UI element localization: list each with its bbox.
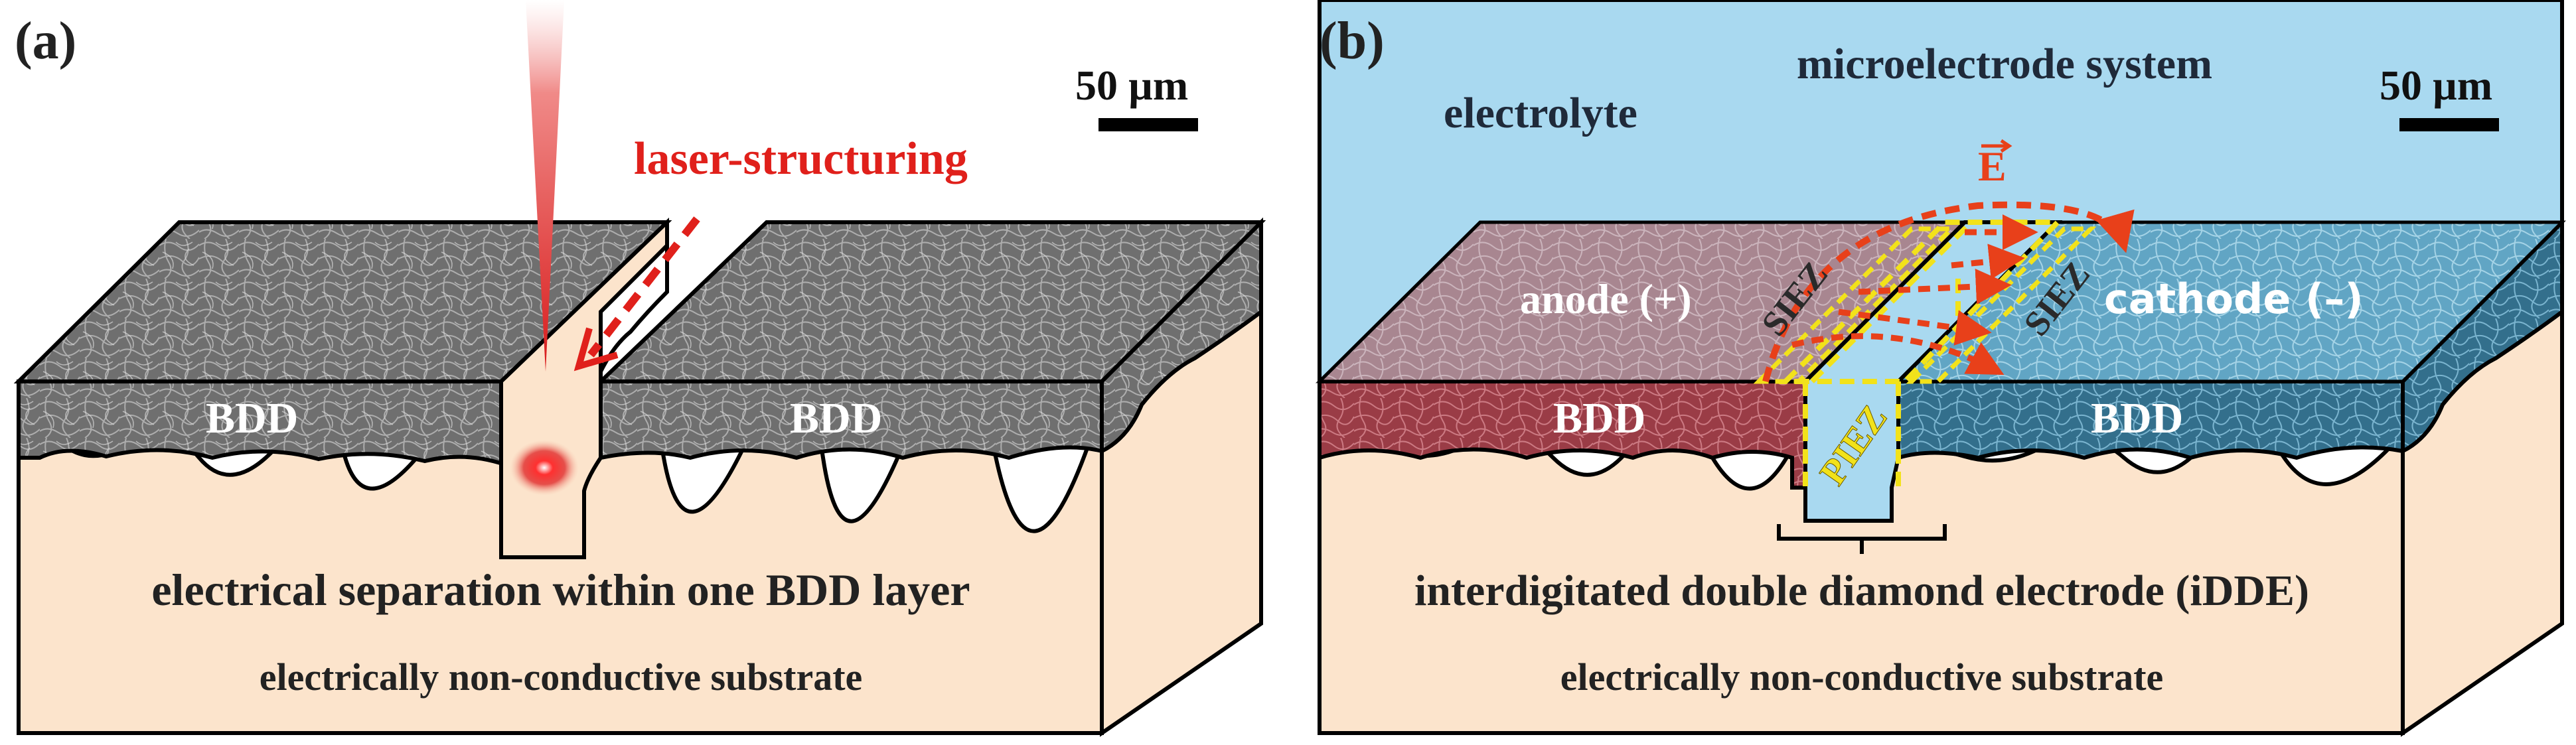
- anode-front: [1318, 379, 1807, 490]
- siez-left-zone: [1753, 226, 1957, 384]
- caption-main-b: interdigitated double diamond electrode …: [1414, 567, 2309, 615]
- bdd-front-right-a: [599, 379, 1104, 460]
- bdd-side-a: [1100, 217, 1263, 454]
- scale-bar-label-b: 50 µm: [2380, 62, 2492, 109]
- scale-bar-label-a: 50 µm: [1075, 62, 1188, 109]
- caption-sub-a: electrically non-conductive substrate: [260, 655, 863, 699]
- system-label: microelectrode system: [1797, 40, 2212, 88]
- field-arc: [1762, 201, 2135, 383]
- bdd-label-right-b: BDD: [2091, 394, 2183, 442]
- laser-arrow: [587, 216, 700, 358]
- electrolyte-label: electrolyte: [1444, 89, 1637, 137]
- bdd-label-left-a: BDD: [206, 394, 298, 442]
- laser-spot: [510, 440, 579, 496]
- anode-label: anode (+): [1520, 275, 1692, 322]
- cathode-side: [2401, 217, 2564, 454]
- panel-b: E (b) 50 µm microelectrode system electr…: [1315, 0, 2567, 737]
- bdd-top-right-a: [595, 220, 1266, 383]
- panel-a: (a) 50 µm laser-structuring BDD BDD elec…: [13, 0, 1266, 737]
- bdd-label-left-b: BDD: [1553, 394, 1645, 442]
- iDDE-bracket: [1777, 524, 1947, 554]
- scale-bar-b: [2399, 118, 2499, 131]
- panel-label-b: (b): [1320, 12, 1385, 70]
- cathode-label: cathode (–): [2104, 275, 2364, 323]
- laser-beam: [526, 0, 564, 372]
- caption-sub-b: electrically non-conductive substrate: [1560, 655, 2164, 699]
- laser-label: laser-structuring: [634, 133, 968, 184]
- panel-label-a: (a): [15, 12, 76, 70]
- bdd-front-left-a: [17, 379, 507, 468]
- field-vector-arrow-icon: [1981, 139, 2012, 153]
- field-lines: [1791, 214, 2038, 375]
- cathode-front: [1896, 379, 2405, 461]
- bdd-label-right-a: BDD: [790, 394, 882, 442]
- scale-bar-a: [1099, 118, 1198, 131]
- caption-main-a: electrical separation within one BDD lay…: [151, 565, 970, 615]
- siez-right-zone: [1906, 226, 2097, 384]
